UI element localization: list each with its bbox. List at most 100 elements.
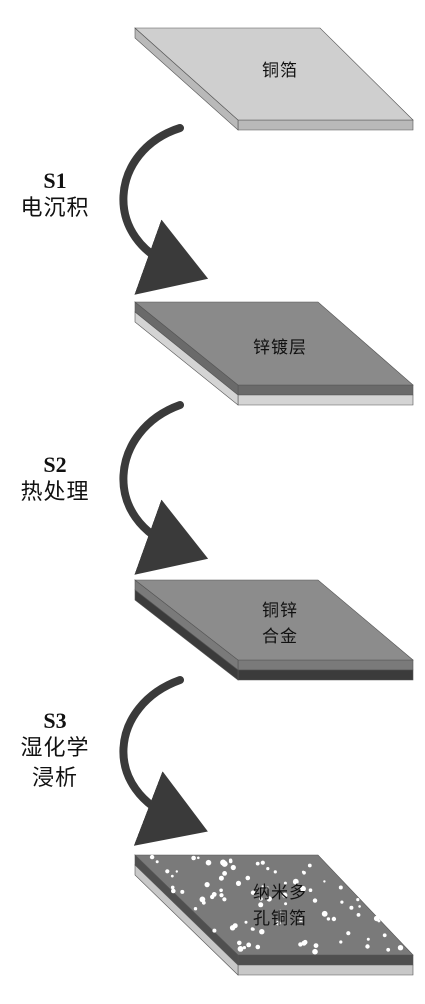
pore-dot bbox=[199, 896, 206, 903]
copper-zinc-alloy-slab bbox=[134, 579, 414, 681]
nanoporous-copper-foil-label: 纳米多 孔铜箔 bbox=[253, 883, 307, 929]
pore-dot bbox=[222, 871, 228, 876]
pore-dot bbox=[331, 916, 337, 922]
pore-dot bbox=[292, 878, 299, 885]
pore-dot bbox=[250, 890, 256, 895]
nanoporous-copper-foil-front-band bbox=[237, 964, 414, 976]
pore-dot bbox=[201, 900, 206, 905]
pore-dot bbox=[255, 944, 261, 950]
step-s1-label: S1 电沉积 bbox=[20, 168, 90, 221]
pore-dot bbox=[302, 871, 306, 875]
pore-dot bbox=[170, 874, 174, 878]
pore-dot bbox=[214, 892, 217, 896]
step-s3-label: S3 湿化学 浸析 bbox=[20, 708, 90, 791]
pore-dot bbox=[258, 902, 264, 908]
pore-dot bbox=[326, 917, 331, 921]
pore-dot bbox=[338, 885, 343, 890]
zinc-coating-label: 锌镀层 bbox=[253, 338, 307, 358]
pore-dot bbox=[321, 910, 328, 917]
pore-dot bbox=[266, 886, 270, 890]
pore-dot bbox=[245, 875, 251, 881]
copper-zinc-alloy-front-band bbox=[237, 669, 414, 681]
pore-dot bbox=[228, 859, 233, 864]
pore-dot bbox=[242, 946, 246, 950]
pore-dot bbox=[155, 860, 159, 864]
pore-dot bbox=[197, 856, 200, 860]
pore-dot bbox=[180, 889, 185, 894]
pore-dot bbox=[259, 929, 265, 935]
pore-dot bbox=[346, 931, 351, 936]
pore-dot bbox=[284, 902, 288, 906]
pore-dot bbox=[250, 927, 255, 931]
pore-dot bbox=[307, 863, 312, 868]
zinc-coating-top-face bbox=[134, 301, 414, 386]
pore-dot bbox=[220, 859, 227, 866]
pore-dot bbox=[349, 905, 354, 910]
pore-dot bbox=[356, 913, 361, 917]
copper-foil-slab bbox=[134, 27, 414, 131]
pore-dot bbox=[237, 946, 244, 952]
pore-dot bbox=[246, 942, 252, 948]
zinc-coating-side-band bbox=[134, 311, 239, 406]
pore-dot bbox=[222, 897, 227, 902]
copper-foil-front-band bbox=[237, 119, 414, 131]
pore-dot bbox=[165, 869, 170, 874]
pore-dot bbox=[365, 944, 370, 949]
nanoporous-copper-foil-front-band bbox=[237, 954, 414, 966]
pore-dot bbox=[339, 940, 343, 944]
pore-dot bbox=[212, 928, 217, 933]
pore-dot bbox=[266, 867, 270, 871]
pore-dot bbox=[175, 870, 178, 873]
copper-zinc-alloy-top-face bbox=[134, 579, 414, 661]
curved-arrow-s3 bbox=[119, 676, 208, 846]
pore-dot bbox=[260, 860, 265, 865]
nanoporous-copper-foil-top-face bbox=[134, 854, 414, 956]
pore-dot bbox=[259, 897, 263, 901]
pore-dot bbox=[366, 937, 370, 941]
step-s2-label: S2 热处理 bbox=[20, 452, 90, 505]
pore-dot bbox=[386, 947, 391, 952]
pore-dot bbox=[308, 888, 313, 892]
curved-arrow-s1 bbox=[119, 124, 209, 295]
pore-dot bbox=[149, 854, 155, 860]
pore-dot bbox=[205, 859, 212, 866]
pore-dot bbox=[191, 855, 196, 861]
copper-zinc-alloy-front-band bbox=[237, 659, 414, 671]
pore-dot bbox=[358, 905, 361, 908]
copper-zinc-alloy-label: 铜锌 合金 bbox=[262, 601, 298, 647]
pore-dot bbox=[230, 864, 236, 871]
pore-dot bbox=[261, 885, 264, 888]
pore-dot bbox=[298, 918, 303, 923]
pore-dot bbox=[219, 893, 224, 898]
zinc-coating-front-band bbox=[237, 384, 414, 396]
pore-dot bbox=[237, 940, 242, 946]
pore-dot bbox=[300, 885, 306, 892]
curved-arrow-s2 bbox=[119, 401, 209, 575]
pore-dot bbox=[266, 896, 272, 902]
pore-dot bbox=[312, 898, 318, 903]
pore-dot bbox=[382, 933, 387, 938]
nanoporous-copper-foil-slab bbox=[134, 854, 414, 976]
pore-dot bbox=[377, 919, 381, 923]
pore-dot bbox=[235, 880, 242, 887]
pore-dot bbox=[170, 885, 175, 890]
pore-dot bbox=[397, 945, 404, 951]
pore-dot bbox=[356, 898, 360, 902]
pore-dot bbox=[282, 892, 288, 898]
copper-foil-label: 铜箔 bbox=[262, 61, 298, 81]
pore-dot bbox=[283, 881, 287, 885]
copper-zinc-alloy-side-band bbox=[134, 589, 239, 681]
zinc-coating-slab bbox=[134, 301, 414, 406]
pore-dot bbox=[275, 920, 281, 926]
pore-dot bbox=[193, 907, 198, 911]
pore-dot bbox=[171, 888, 176, 894]
pore-dot bbox=[278, 909, 282, 913]
pore-dot bbox=[219, 888, 223, 893]
pore-dot bbox=[204, 882, 210, 888]
copper-foil-top-face bbox=[134, 27, 414, 121]
pore-dot bbox=[312, 948, 318, 955]
nanoporous-copper-foil-side-band bbox=[134, 864, 239, 976]
zinc-coating-front-band bbox=[237, 394, 414, 406]
